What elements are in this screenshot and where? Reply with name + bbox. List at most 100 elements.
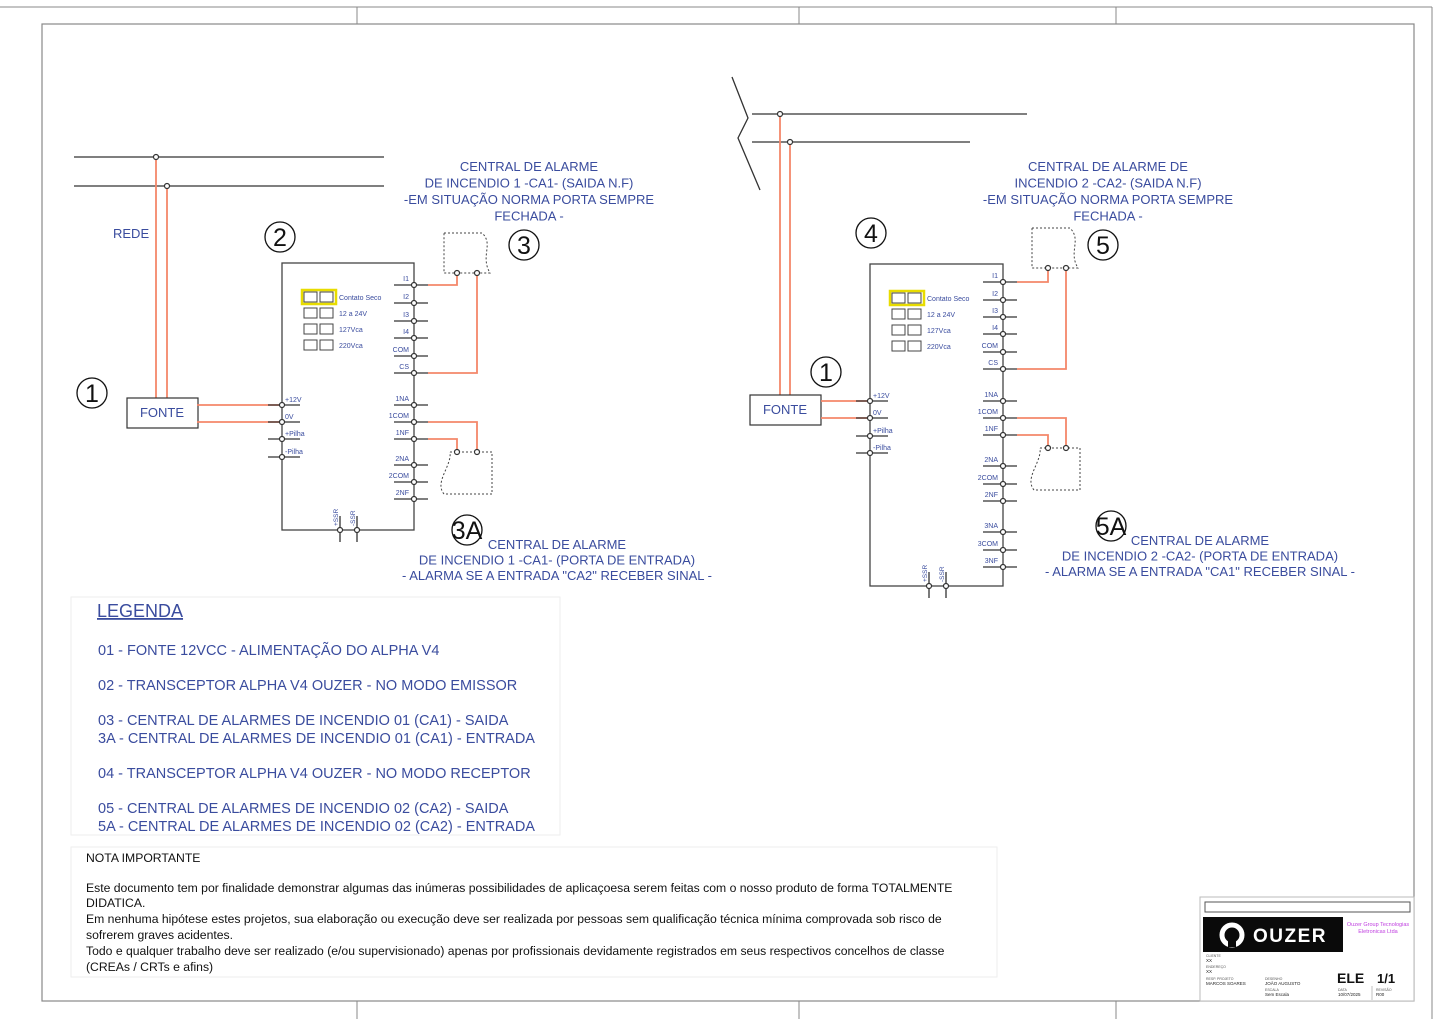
terminal-label: I4 xyxy=(403,329,409,336)
selector-switch[interactable] xyxy=(907,340,922,352)
terminal-i1 xyxy=(999,278,1007,286)
terminal-1nf xyxy=(999,431,1007,439)
terminal-3nf xyxy=(999,563,1007,571)
terminal-2nf xyxy=(999,497,1007,505)
terminal-2na xyxy=(999,462,1007,470)
selector-label: 220Vca xyxy=(927,344,951,351)
ca1-input-title: CENTRAL DE ALARME xyxy=(488,537,627,552)
selector-switch[interactable] xyxy=(319,323,334,335)
legend-item: 3A - CENTRAL DE ALARMES DE INCENDIO 01 (… xyxy=(98,731,535,747)
terminal-1com xyxy=(410,418,418,426)
terminal-label: +SSR xyxy=(333,509,340,526)
legend-item: 03 - CENTRAL DE ALARMES DE INCENDIO 01 (… xyxy=(98,713,509,729)
terminal-power xyxy=(866,397,874,405)
terminal-label: 2NA xyxy=(984,457,998,464)
selector-switch[interactable] xyxy=(907,308,922,320)
terminal-label: 2COM xyxy=(389,473,409,480)
legend-panel: LEGENDA 01 - FONTE 12VCC - ALIMENTAÇÃO D… xyxy=(70,596,561,836)
field-label: RESP. PROJETO xyxy=(1206,977,1234,981)
wire xyxy=(1017,268,1049,283)
selector-label: 127Vca xyxy=(339,327,363,334)
terminal-label: 1NA xyxy=(984,392,998,399)
legend-item: 04 - TRANSCEPTOR ALPHA V4 OUZER - NO MOD… xyxy=(98,766,531,782)
selector-switch[interactable] xyxy=(303,323,318,335)
selector-switch[interactable] xyxy=(319,291,334,303)
terminal-label: CS xyxy=(988,360,998,367)
marker-fonte: 1 xyxy=(819,359,833,387)
field-label: REVISÃO xyxy=(1376,987,1392,992)
terminal-label: 1NF xyxy=(396,430,409,437)
terminal-label: -SSR xyxy=(939,566,946,582)
discipline: ELE xyxy=(1337,970,1364,986)
terminal-power xyxy=(278,435,286,443)
marker-module: 2 xyxy=(273,224,287,252)
rede-label: REDE xyxy=(113,226,149,241)
terminal-2com xyxy=(999,480,1007,488)
contact-terminal xyxy=(473,269,481,277)
terminal-label: 0V xyxy=(873,410,882,417)
field-value: Sem Escala xyxy=(1265,992,1290,997)
terminal-label: 3NA xyxy=(984,523,998,530)
fonte-power-supply: FONTE xyxy=(749,394,822,426)
terminal-label: 3COM xyxy=(978,541,998,548)
ca2-input-title: - ALARMA SE A ENTRADA "CA1" RECEBER SINA… xyxy=(1045,564,1355,579)
terminal-label: I3 xyxy=(403,312,409,319)
fonte-label: FONTE xyxy=(763,402,807,417)
selector-switch[interactable] xyxy=(303,291,318,303)
terminal-label: I1 xyxy=(403,276,409,283)
terminal-i4 xyxy=(999,330,1007,338)
terminal-com xyxy=(999,348,1007,356)
terminal-power xyxy=(278,418,286,426)
contact-terminal xyxy=(1062,264,1070,272)
terminal-label: +SSR xyxy=(922,565,929,582)
selector-label: 220Vca xyxy=(339,343,363,350)
terminal-i4 xyxy=(410,334,418,342)
selector-switch[interactable] xyxy=(319,339,334,351)
selector-switch[interactable] xyxy=(319,307,334,319)
terminal-com xyxy=(410,352,418,360)
terminal-label: -Pilha xyxy=(873,445,891,452)
ca2-output-title: CENTRAL DE ALARME DE xyxy=(1028,159,1188,174)
field-label: ESCALA xyxy=(1265,988,1279,992)
selector-label: Contato Seco xyxy=(339,295,382,302)
ca2-input-title: CENTRAL DE ALARME xyxy=(1131,533,1270,548)
legend-title: LEGENDA xyxy=(97,601,183,621)
selector-switch[interactable] xyxy=(907,292,922,304)
selector-label: 12 a 24V xyxy=(339,311,367,318)
selector-switch[interactable] xyxy=(907,324,922,336)
note-line: DIDATICA. xyxy=(86,896,145,910)
fonte-label: FONTE xyxy=(140,405,184,420)
legend-item: 5A - CENTRAL DE ALARMES DE INCENDIO 02 (… xyxy=(98,819,535,835)
field-label: CLIENTE xyxy=(1206,954,1221,958)
selector-switch[interactable] xyxy=(303,307,318,319)
selector-switch[interactable] xyxy=(891,292,906,304)
alarm-central-ca2-input xyxy=(1030,447,1081,491)
terminal-1com xyxy=(999,414,1007,422)
terminal-power xyxy=(866,414,874,422)
field-value: XX xyxy=(1206,958,1212,963)
marker-input: 5A xyxy=(1096,513,1127,541)
selector-highlight xyxy=(300,288,338,306)
contact-terminal xyxy=(473,448,481,456)
selector-switch[interactable] xyxy=(891,340,906,352)
left-power-network xyxy=(74,153,384,398)
terminal-label: I3 xyxy=(992,308,998,315)
wire xyxy=(428,273,458,286)
wire xyxy=(428,421,478,452)
alarm-central-ca2-output xyxy=(1031,227,1079,269)
contact-terminal xyxy=(1062,444,1070,452)
terminal-label: -SSR xyxy=(350,510,357,526)
selector-label: 12 a 24V xyxy=(927,312,955,319)
contact-terminal xyxy=(453,269,461,277)
terminal-3na xyxy=(999,528,1007,536)
terminal-label: +Pilha xyxy=(873,428,893,435)
note-line: (CREAs / CRTs e afins) xyxy=(86,960,213,974)
marker-module-circle xyxy=(855,217,887,249)
selector-switch[interactable] xyxy=(891,308,906,320)
marker-output: 5 xyxy=(1096,232,1110,260)
selector-switch[interactable] xyxy=(891,324,906,336)
terminal-1na xyxy=(410,401,418,409)
terminal-label: -Pilha xyxy=(285,449,303,456)
terminal-i2 xyxy=(999,296,1007,304)
selector-switch[interactable] xyxy=(303,339,318,351)
